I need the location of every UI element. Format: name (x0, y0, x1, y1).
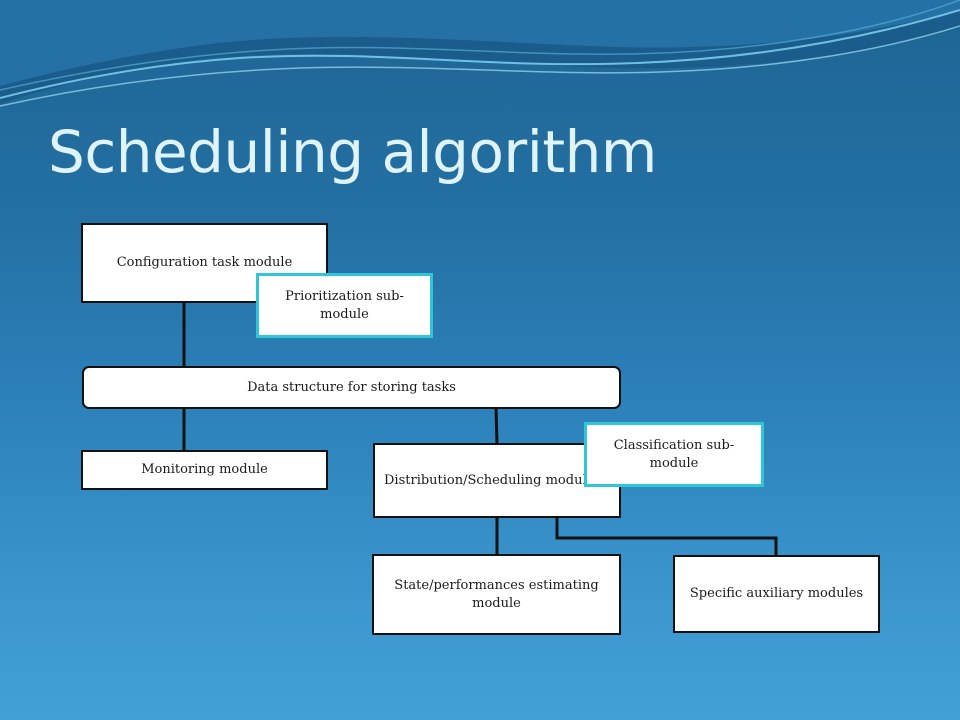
slide-title: Scheduling algorithm (48, 118, 657, 186)
state-performances-estimating-module-box: State/performances estimating module (372, 554, 621, 635)
data-structure-box: Data structure for storing tasks (82, 366, 621, 409)
monitoring-module-box: Monitoring module (81, 450, 328, 490)
decorative-wave-header (0, 0, 960, 107)
specific-auxiliary-modules-box: Specific auxiliary modules (673, 555, 880, 633)
connector-distribution-to-auxiliary (555, 517, 778, 556)
connector-data-to-distribution (494, 407, 499, 445)
distribution-scheduling-module-box: Distribution/Scheduling module (373, 443, 621, 518)
classification-sub-module-box: Classification sub-module (584, 422, 764, 487)
prioritization-sub-module-box: Prioritization sub-module (256, 273, 433, 338)
